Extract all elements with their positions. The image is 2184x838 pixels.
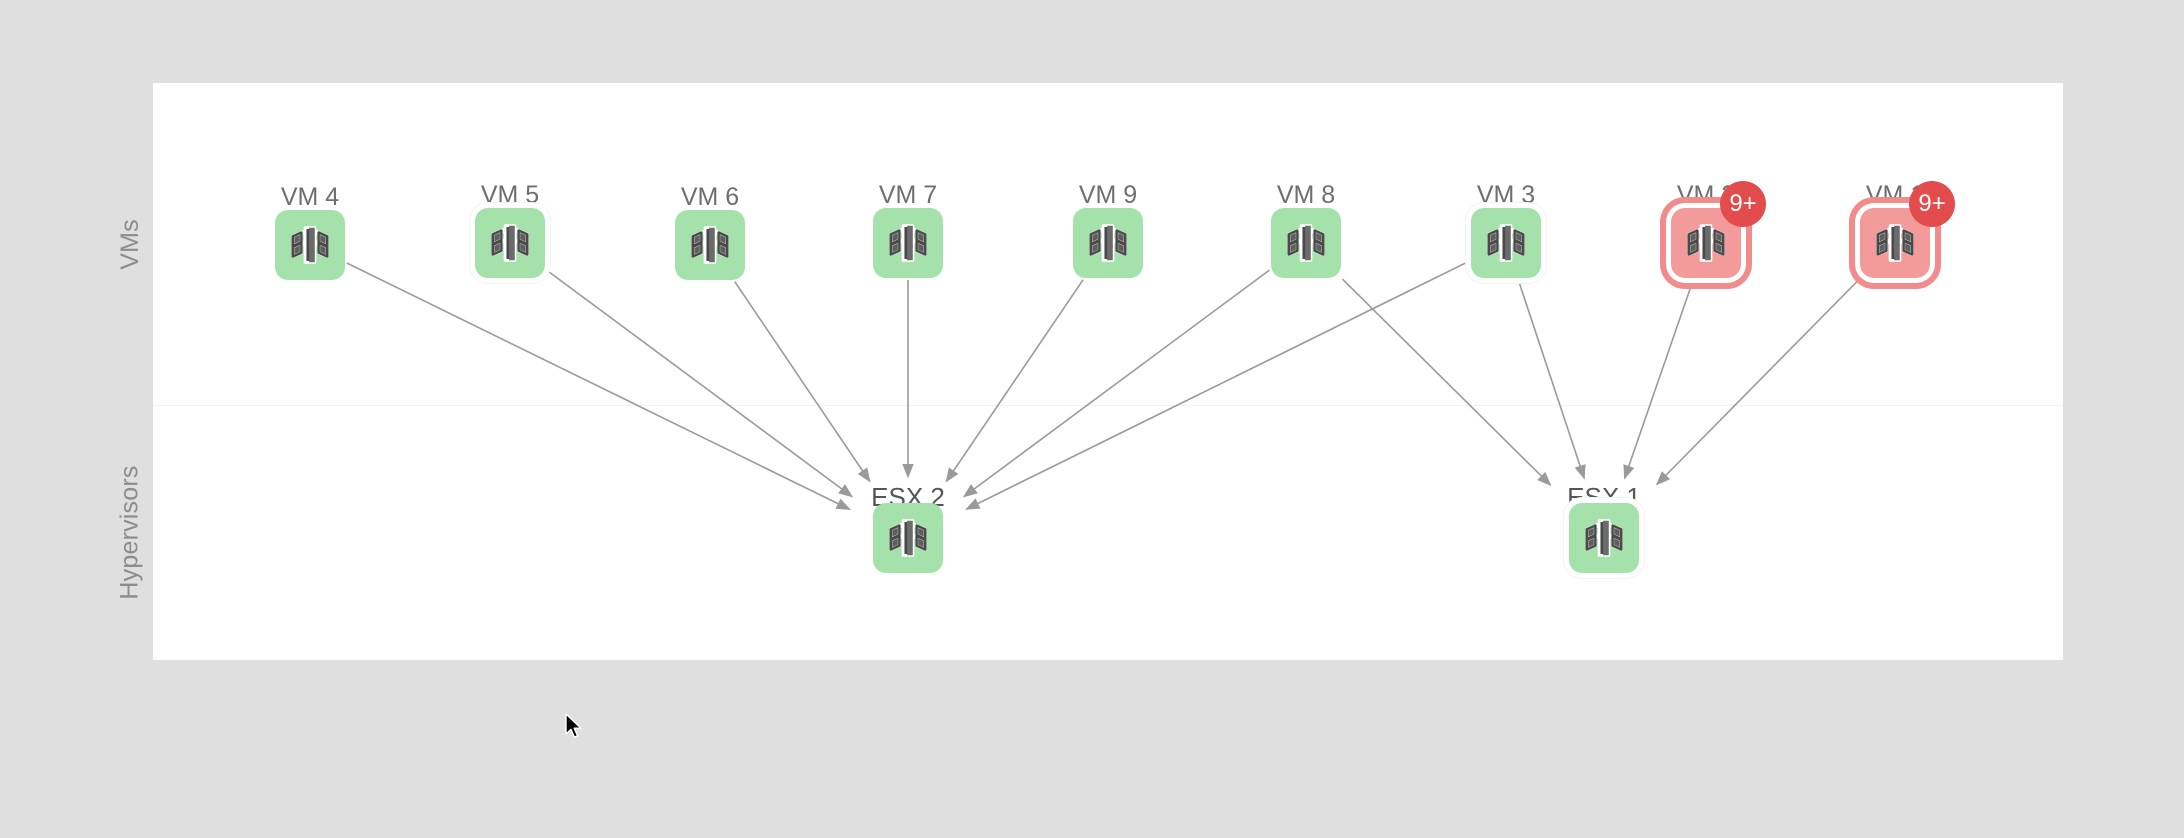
swimlane-label-vms: VMs	[107, 83, 153, 405]
topology-canvas[interactable]	[153, 83, 2063, 660]
vm-node-label-vm9: VM 9	[1078, 181, 1138, 209]
swimlane-label-hypervisors: Hypervisors	[107, 405, 153, 660]
vm-node-label-vm7: VM 7	[878, 181, 938, 209]
node-box[interactable]	[275, 210, 345, 280]
server-stack-icon	[1876, 224, 1914, 262]
swimlane-label-hypervisors-text: Hypervisors	[115, 465, 144, 600]
node-box[interactable]	[873, 503, 943, 573]
swimlane-label-vms-text: VMs	[115, 218, 144, 270]
node-box[interactable]	[873, 208, 943, 278]
vm-node-label-vm5: VM 5	[480, 181, 540, 209]
vm-node-label-vm8: VM 8	[1276, 181, 1336, 209]
server-stack-icon	[889, 224, 927, 262]
server-stack-icon	[1687, 224, 1725, 262]
vm-node-label-vm3: VM 3	[1476, 181, 1536, 209]
vm-node-label-vm6: VM 6	[680, 183, 740, 211]
server-stack-icon	[1287, 224, 1325, 262]
node-box[interactable]	[1073, 208, 1143, 278]
node-box[interactable]	[475, 208, 545, 278]
swimlane-label-band: VMs Hypervisors	[107, 83, 153, 660]
server-stack-icon	[1585, 519, 1623, 557]
node-box[interactable]	[1271, 208, 1341, 278]
server-stack-icon	[889, 519, 927, 557]
alert-count-badge[interactable]: 9+	[1720, 181, 1766, 227]
node-box[interactable]	[1671, 208, 1741, 278]
alert-count-badge[interactable]: 9+	[1909, 181, 1955, 227]
server-stack-icon	[691, 226, 729, 264]
server-stack-icon	[491, 224, 529, 262]
vm-node-label-vm4: VM 4	[280, 183, 340, 211]
node-box[interactable]	[675, 210, 745, 280]
node-box[interactable]	[1569, 503, 1639, 573]
server-stack-icon	[291, 226, 329, 264]
server-stack-icon	[1487, 224, 1525, 262]
node-box[interactable]	[1471, 208, 1541, 278]
mouse-pointer-icon	[565, 713, 582, 738]
server-stack-icon	[1089, 224, 1127, 262]
lane-divider	[153, 405, 2063, 406]
